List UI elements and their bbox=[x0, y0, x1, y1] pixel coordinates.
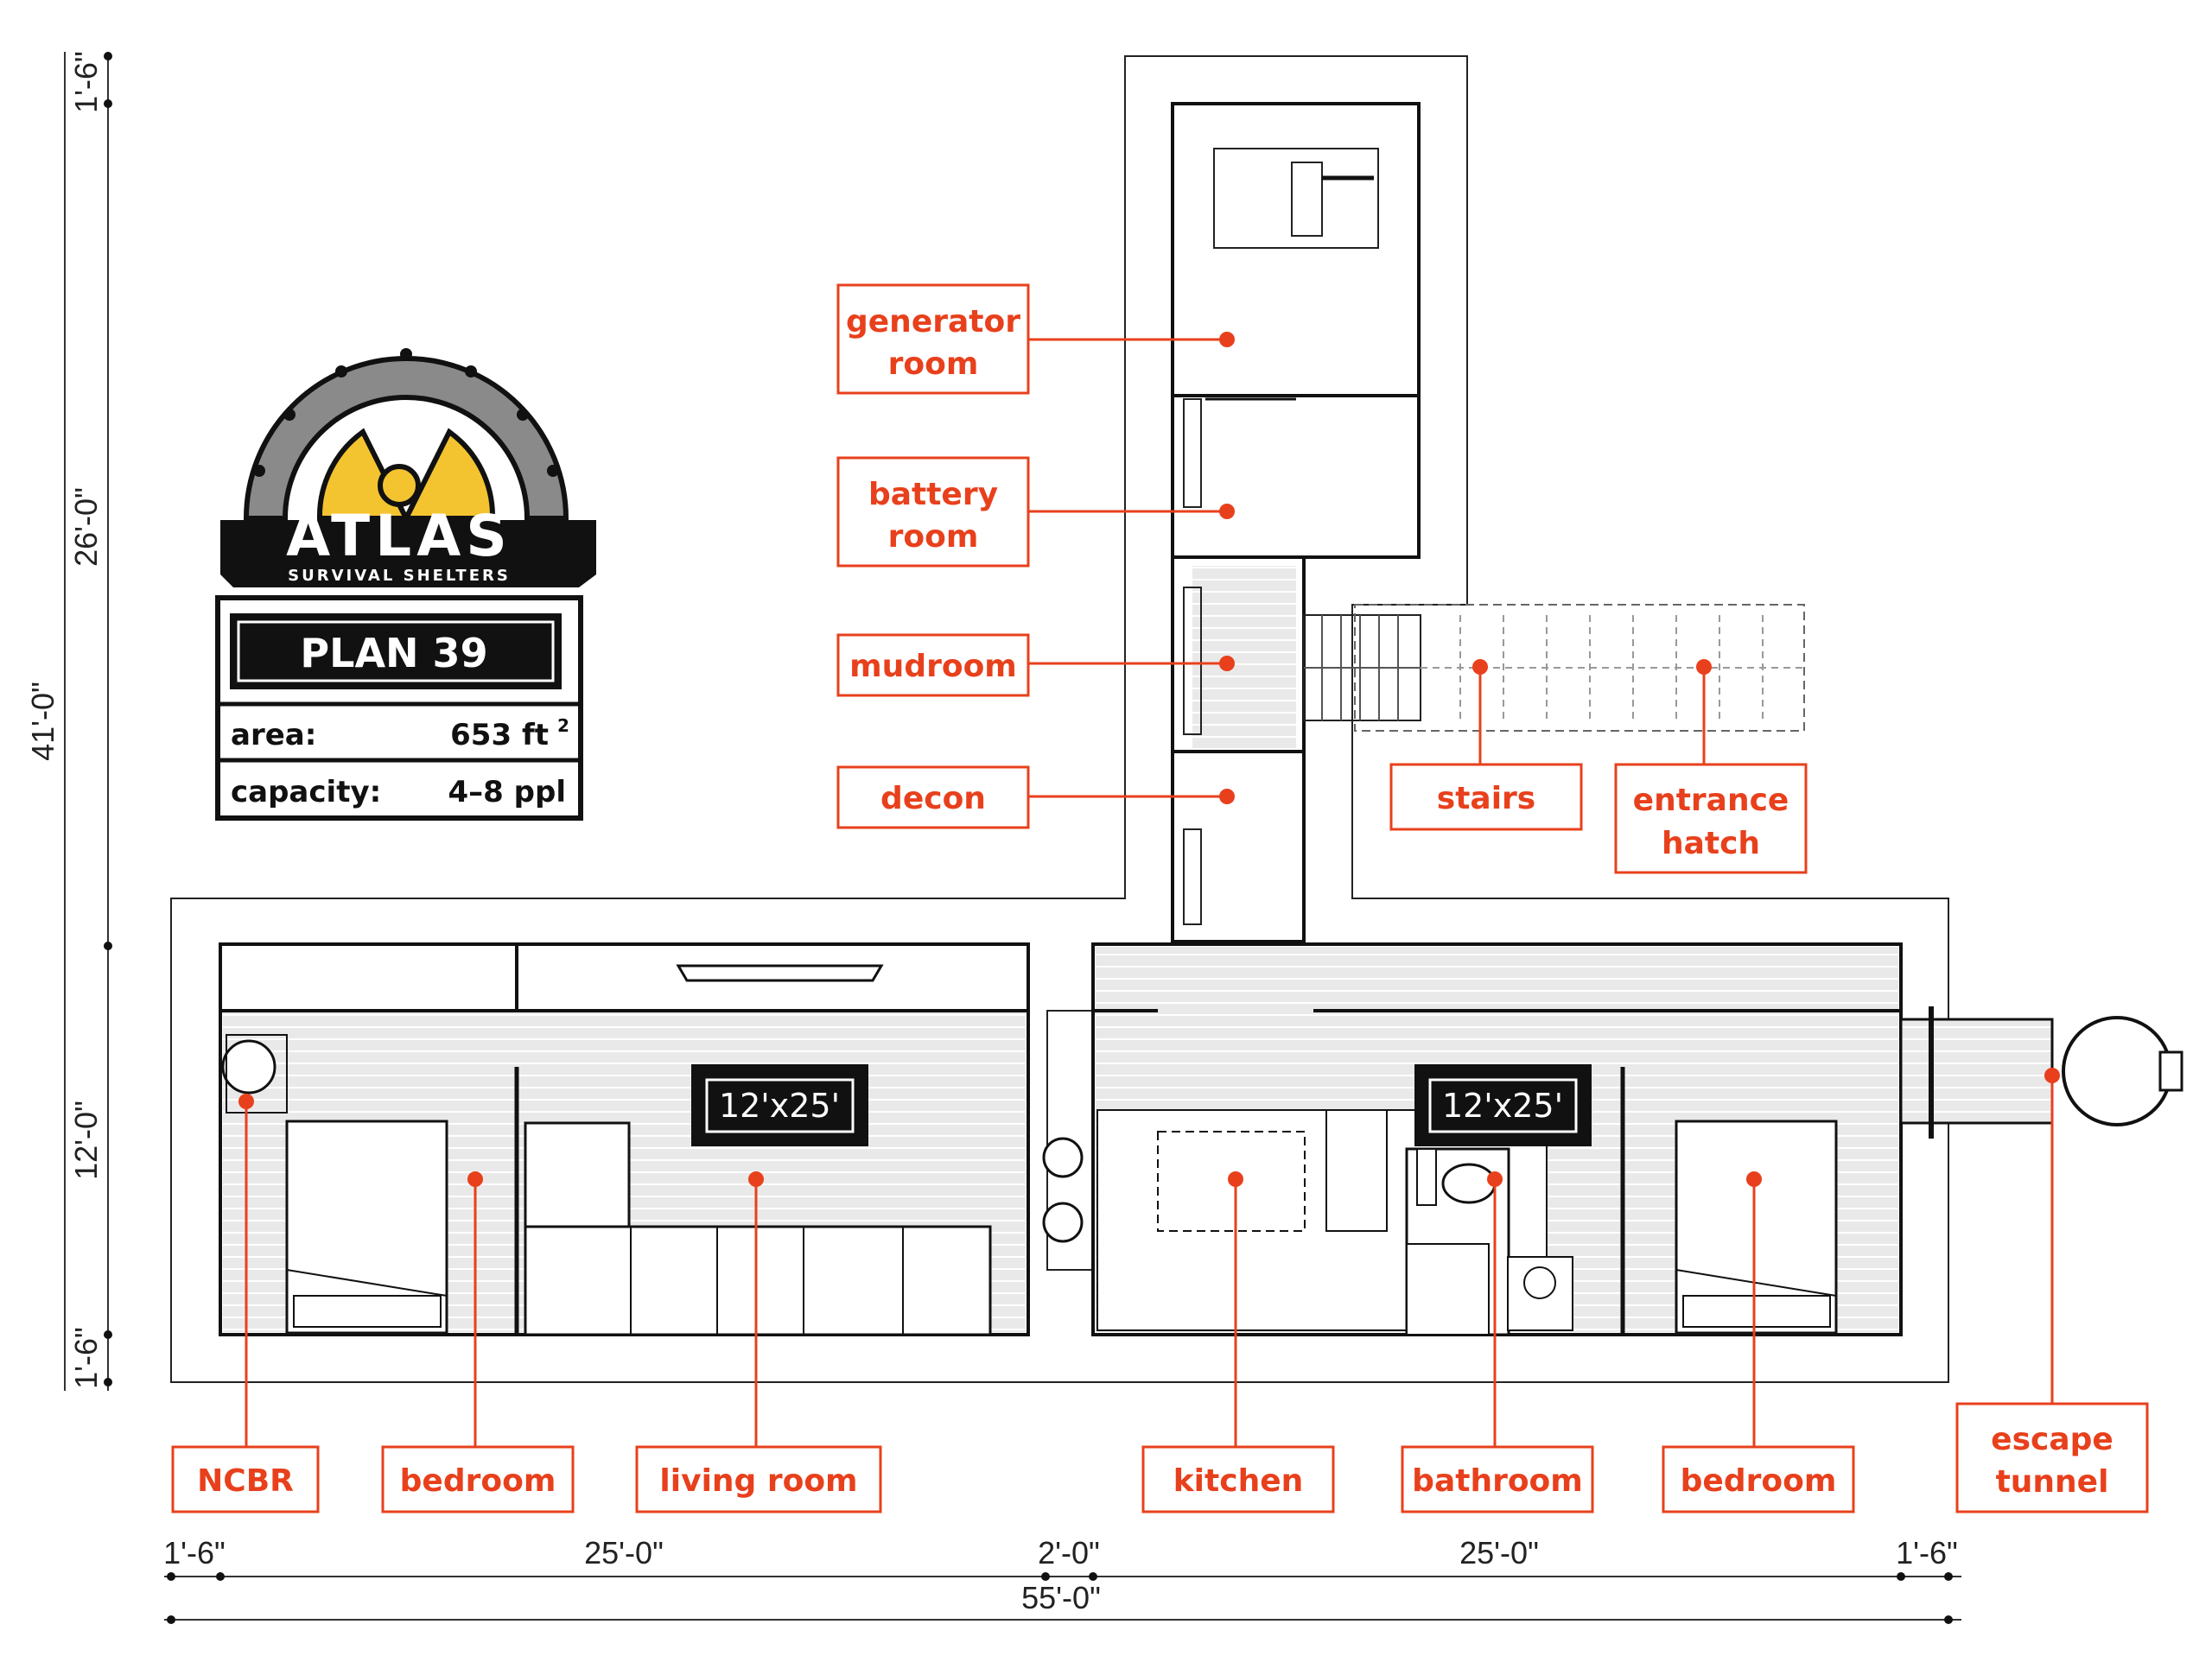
label-ncbr-text: NCBR bbox=[197, 1463, 294, 1499]
label-battery-room-line1: battery bbox=[868, 477, 998, 512]
label-stairs-text: stairs bbox=[1437, 781, 1535, 816]
dim-bottom-total: 55'-0" bbox=[1021, 1580, 1101, 1615]
label-mudroom: mudroom bbox=[836, 633, 1030, 697]
logo-brand: ATLAS bbox=[286, 503, 512, 569]
module-tag-left-text: 12'x25' bbox=[719, 1087, 840, 1125]
label-bedroom-left-text: bedroom bbox=[400, 1463, 556, 1499]
area-value: 653 ft bbox=[450, 718, 549, 752]
dim-left-top: 1'-6" bbox=[68, 51, 104, 113]
label-escape-tunnel-line1: escape bbox=[1991, 1422, 2113, 1457]
shelter-structure bbox=[170, 55, 2183, 1383]
dim-left-total: 41'-0" bbox=[25, 682, 60, 761]
label-generator-room-line1: generator bbox=[846, 304, 1020, 339]
capacity-label: capacity: bbox=[231, 775, 381, 809]
label-escape-tunnel-line2: tunnel bbox=[1996, 1464, 2109, 1500]
label-kitchen: kitchen bbox=[1141, 1445, 1335, 1513]
label-decon-text: decon bbox=[880, 781, 986, 816]
dim-left-lower: 12'-0" bbox=[68, 1101, 104, 1180]
module-tag-left: 12'x25' bbox=[691, 1064, 868, 1146]
dim-left-upper: 26'-0" bbox=[68, 487, 104, 567]
dim-bottom-right-edge: 1'-6" bbox=[1896, 1535, 1958, 1570]
area-unit-superscript: 2 bbox=[557, 715, 569, 736]
callout-leaders bbox=[238, 332, 2060, 1447]
module-tag-right-text: 12'x25' bbox=[1442, 1087, 1563, 1125]
label-entrance-hatch: entrance hatch bbox=[1614, 763, 1808, 874]
label-bedroom-left: bedroom bbox=[381, 1445, 575, 1513]
label-entrance-hatch-line2: hatch bbox=[1662, 826, 1760, 861]
label-battery-room: battery room bbox=[836, 456, 1030, 568]
label-kitchen-text: kitchen bbox=[1173, 1463, 1304, 1499]
bottom-dimension-lines: 1'-6" 25'-0" 2'-0" 25'-0" 1'-6" 55'-0" bbox=[163, 1535, 1961, 1624]
label-entrance-hatch-line1: entrance bbox=[1633, 783, 1789, 818]
left-dimension-lines: 1'-6" 26'-0" 41'-0" 12'-0" 1'-6" bbox=[25, 51, 112, 1391]
label-bedroom-right-text: bedroom bbox=[1681, 1463, 1837, 1499]
label-bathroom-text: bathroom bbox=[1412, 1463, 1583, 1499]
label-living-room: living room bbox=[635, 1445, 882, 1513]
label-stairs: stairs bbox=[1389, 763, 1583, 831]
capacity-value: 4–8 ppl bbox=[448, 775, 566, 809]
plan-info-card: PLAN 39 area: 653 ft 2 capacity: 4–8 ppl bbox=[215, 595, 583, 821]
label-bedroom-right: bedroom bbox=[1662, 1445, 1855, 1513]
plan-title: PLAN 39 bbox=[300, 630, 487, 676]
label-generator-room-line2: room bbox=[888, 346, 979, 382]
area-label: area: bbox=[231, 718, 316, 752]
module-tag-right: 12'x25' bbox=[1414, 1064, 1592, 1146]
label-living-room-text: living room bbox=[659, 1463, 857, 1499]
dim-bottom-left-module: 25'-0" bbox=[584, 1535, 664, 1570]
dim-bottom-connector: 2'-0" bbox=[1038, 1535, 1100, 1570]
atlas-logo: ATLAS SURVIVAL SHELTERS bbox=[220, 348, 596, 587]
dim-left-bottom: 1'-6" bbox=[68, 1327, 104, 1389]
label-bathroom: bathroom bbox=[1401, 1445, 1594, 1513]
logo-tagline: SURVIVAL SHELTERS bbox=[288, 567, 511, 585]
label-escape-tunnel: escape tunnel bbox=[1955, 1402, 2149, 1513]
label-battery-room-line2: room bbox=[888, 519, 979, 555]
label-ncbr: NCBR bbox=[171, 1445, 320, 1513]
dim-bottom-right-module: 25'-0" bbox=[1459, 1535, 1539, 1570]
label-generator-room: generator room bbox=[836, 283, 1030, 395]
label-mudroom-text: mudroom bbox=[849, 649, 1017, 684]
label-decon: decon bbox=[836, 765, 1030, 829]
dim-bottom-left-edge: 1'-6" bbox=[163, 1535, 226, 1570]
